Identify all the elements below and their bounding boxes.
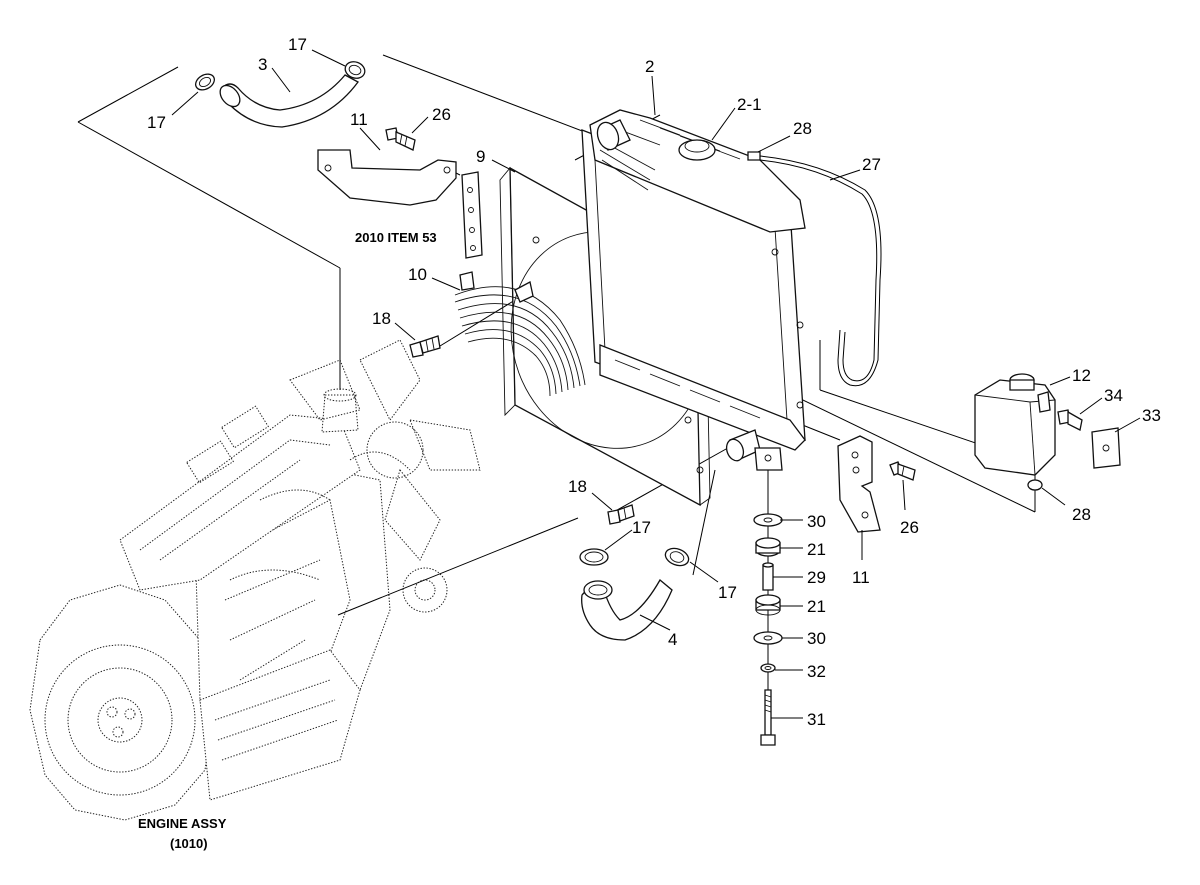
callout-11: 11 [852,568,870,587]
callout-30: 30 [807,512,826,531]
callout-17: 17 [147,113,166,132]
engine-assy-label: ENGINE ASSY [138,816,227,831]
callout-2-1: 2-1 [737,95,762,114]
callout-26: 26 [432,105,451,124]
callout-17: 17 [288,35,307,54]
lower-radiator-hose [581,579,673,641]
reference-note: 2010 ITEM 53 [355,230,437,245]
callout-11: 11 [350,110,368,129]
callout-4: 4 [668,630,677,649]
callout-17: 17 [632,518,651,537]
fan-guard-wires [454,271,586,397]
callout-3: 3 [258,55,267,74]
callout-17: 17 [718,583,737,602]
hose-clamp [579,548,609,566]
mounting-plate [461,171,483,259]
callout-labels: 17 3 17 2 2-1 28 27 11 26 9 2010 ITEM 53… [138,35,1161,851]
hose-clamp [344,61,366,79]
bolt [409,335,441,358]
engine-assy-code: (1010) [170,836,208,851]
reservoir-bracket [1091,427,1121,469]
callout-10: 10 [408,265,427,284]
bolt [385,127,416,151]
callout-leaders [171,49,1141,719]
lower-bracket [837,435,881,533]
callout-21: 21 [807,597,826,616]
callout-28: 28 [793,119,812,138]
hose-clamp [664,547,690,567]
callout-30: 30 [807,629,826,648]
callout-18: 18 [372,309,391,328]
bolt [607,504,635,525]
callout-33: 33 [1142,406,1161,425]
callout-26: 26 [900,518,919,537]
hose-clamp [195,73,215,91]
callout-27: 27 [862,155,881,174]
callout-12: 12 [1072,366,1091,385]
callout-32: 32 [807,662,826,681]
upper-bracket [317,149,457,206]
bolt [1057,409,1083,431]
callout-31: 31 [807,710,826,729]
callout-29: 29 [807,568,826,587]
radiator [581,109,806,471]
callout-34: 34 [1104,386,1123,405]
callout-28: 28 [1072,505,1091,524]
mount-stack [753,513,783,746]
callout-21: 21 [807,540,826,559]
engine-assembly-drawing [29,339,481,821]
upper-radiator-hose [219,74,359,128]
bolt [889,461,916,481]
overflow-tube [759,155,882,387]
callout-2: 2 [645,57,654,76]
callout-9: 9 [476,147,485,166]
callout-18: 18 [568,477,587,496]
coolant-reservoir [974,373,1056,491]
